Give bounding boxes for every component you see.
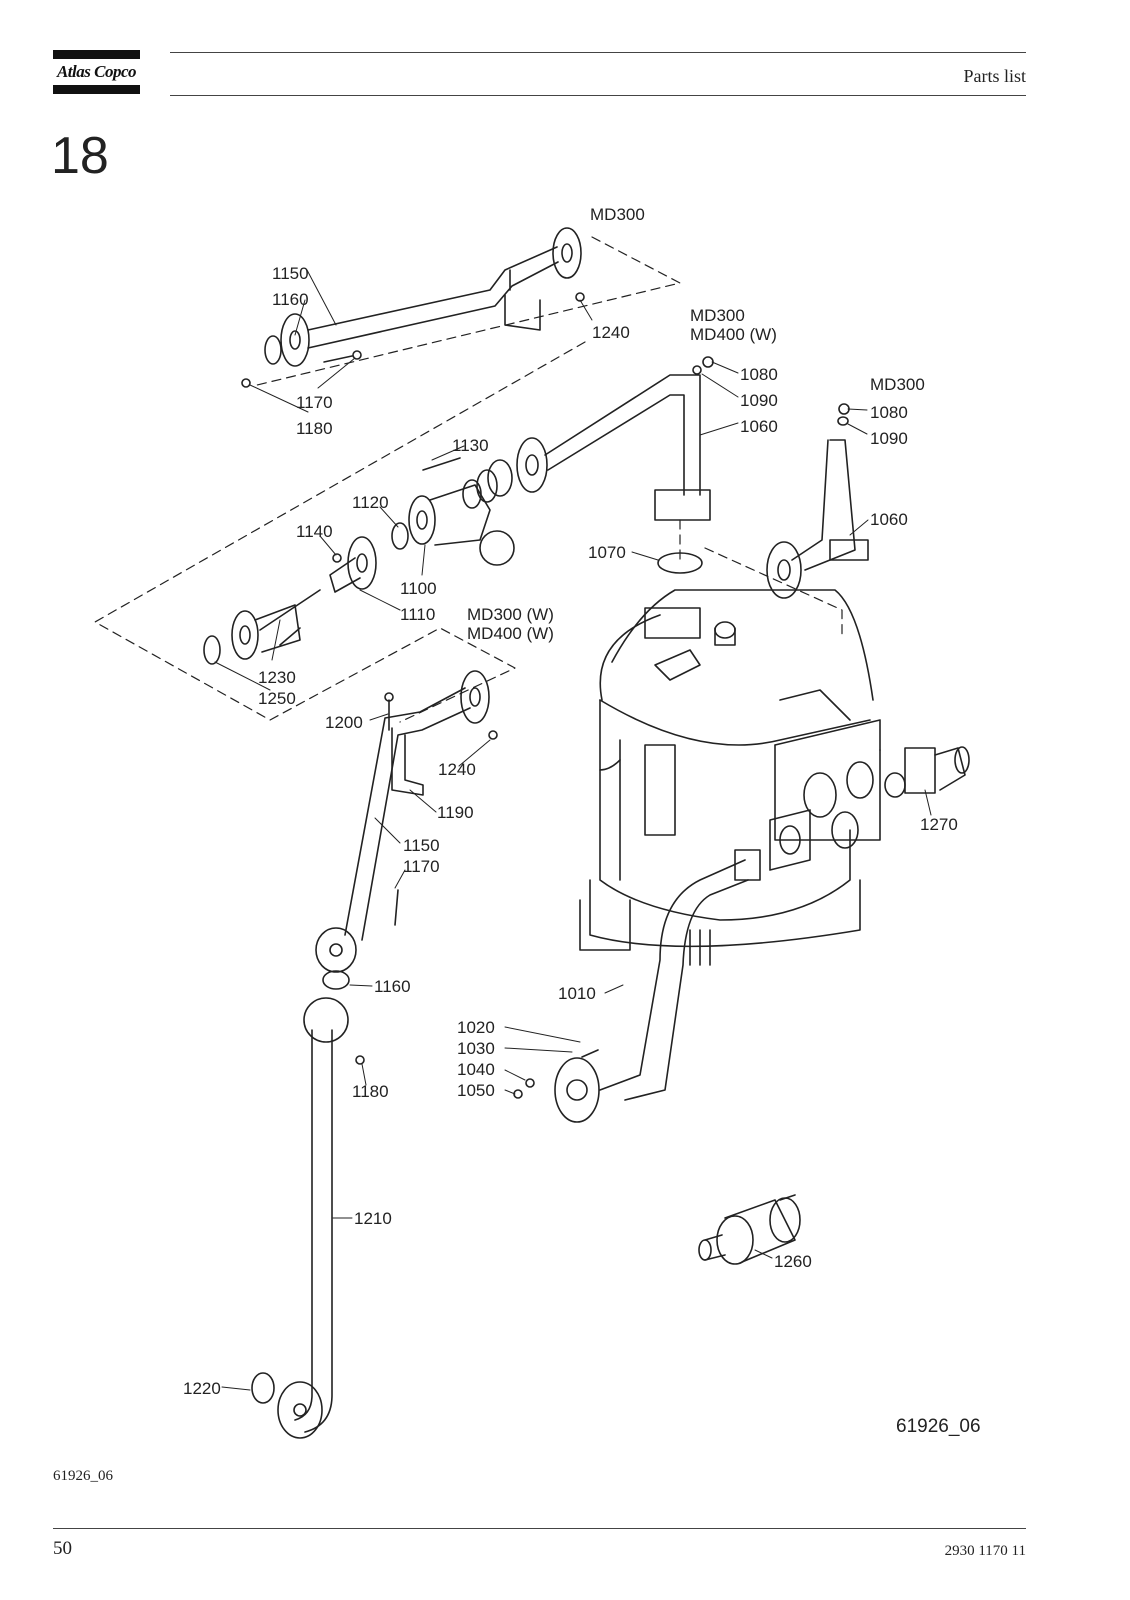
variant-label-md300-top: MD300 bbox=[590, 205, 645, 224]
variant-label-md300-mid: MD300 bbox=[690, 306, 745, 325]
callout-1100: 1100 bbox=[400, 579, 437, 598]
callout-1150-top: 1150 bbox=[272, 264, 309, 283]
callout-1060-mid: 1060 bbox=[740, 417, 778, 436]
callout-1270: 1270 bbox=[920, 815, 958, 834]
callout-1240-lower: 1240 bbox=[438, 760, 476, 779]
outlet-bend-pipe bbox=[513, 849, 761, 1123]
callout-1130: 1130 bbox=[452, 436, 489, 455]
header-rule-bottom bbox=[170, 95, 1026, 96]
logo-bar-top bbox=[53, 50, 140, 59]
callout-1150-lower: 1150 bbox=[403, 836, 440, 855]
variant-label-md300w-lower: MD300 (W) bbox=[467, 605, 554, 624]
diagram-linework bbox=[94, 227, 970, 1439]
callout-1170-lower: 1170 bbox=[403, 857, 440, 876]
callout-1160-lower: 1160 bbox=[374, 977, 411, 996]
callout-1080-right: 1080 bbox=[870, 403, 908, 422]
logo-wordmark: Atlas Copco bbox=[56, 62, 137, 81]
vertical-pipe bbox=[251, 1029, 333, 1439]
figure-code-label: 61926_06 bbox=[896, 1416, 981, 1437]
callout-1240-top: 1240 bbox=[592, 323, 630, 342]
callout-1220: 1220 bbox=[183, 1379, 221, 1398]
callout-1070: 1070 bbox=[588, 543, 626, 562]
callout-1060-right: 1060 bbox=[870, 510, 908, 529]
callout-1160-top: 1160 bbox=[272, 290, 309, 309]
callout-1120: 1120 bbox=[352, 493, 389, 512]
callout-1090-right: 1090 bbox=[870, 429, 908, 448]
footer-rule bbox=[53, 1528, 1026, 1529]
callout-1210: 1210 bbox=[354, 1209, 392, 1228]
callout-1190: 1190 bbox=[437, 803, 474, 822]
main-housing bbox=[579, 589, 881, 966]
callout-1170-top: 1170 bbox=[296, 393, 333, 412]
callout-1140: 1140 bbox=[296, 522, 333, 541]
figure-id: 61926_06 bbox=[53, 1468, 113, 1484]
callout-1180-lower: 1180 bbox=[352, 1082, 389, 1101]
lower-pipe-assembly bbox=[303, 670, 498, 1065]
section-number: 18 bbox=[51, 127, 109, 185]
variant-label-md400w-lower: MD400 (W) bbox=[467, 624, 554, 643]
callout-1090-mid: 1090 bbox=[740, 391, 778, 410]
atlas-copco-logo: Atlas Copco bbox=[53, 50, 140, 94]
silencer-part bbox=[698, 1194, 801, 1265]
seal-ring-1070 bbox=[657, 552, 703, 574]
callout-1040: 1040 bbox=[457, 1060, 495, 1079]
variant-label-md400w-mid: MD400 (W) bbox=[690, 325, 777, 344]
right-pipe-assembly bbox=[766, 403, 869, 599]
callout-1050: 1050 bbox=[457, 1081, 495, 1100]
callout-1230: 1230 bbox=[258, 668, 296, 687]
callout-leader-lines bbox=[214, 269, 932, 1391]
callout-1250: 1250 bbox=[258, 689, 296, 708]
sensor-assembly bbox=[884, 746, 970, 798]
logo-bar-bottom bbox=[53, 85, 140, 94]
callout-1020: 1020 bbox=[457, 1018, 495, 1037]
top-pipe-assembly bbox=[241, 227, 585, 388]
header-rule-top bbox=[170, 52, 1026, 53]
callout-1080-mid: 1080 bbox=[740, 365, 778, 384]
callout-1200: 1200 bbox=[325, 713, 363, 732]
callout-1030: 1030 bbox=[457, 1039, 495, 1058]
variant-label-md300-right: MD300 bbox=[870, 375, 925, 394]
page-header-title: Parts list bbox=[963, 66, 1026, 86]
callout-1180-top: 1180 bbox=[296, 419, 333, 438]
callout-1260: 1260 bbox=[774, 1252, 812, 1271]
callout-1010: 1010 bbox=[558, 984, 596, 1003]
page-number: 50 bbox=[53, 1538, 72, 1559]
middle-pipe-assembly bbox=[516, 356, 714, 521]
callout-1110: 1110 bbox=[400, 605, 435, 624]
valve-assembly bbox=[203, 457, 515, 665]
document-number: 2930 1170 11 bbox=[944, 1543, 1026, 1559]
